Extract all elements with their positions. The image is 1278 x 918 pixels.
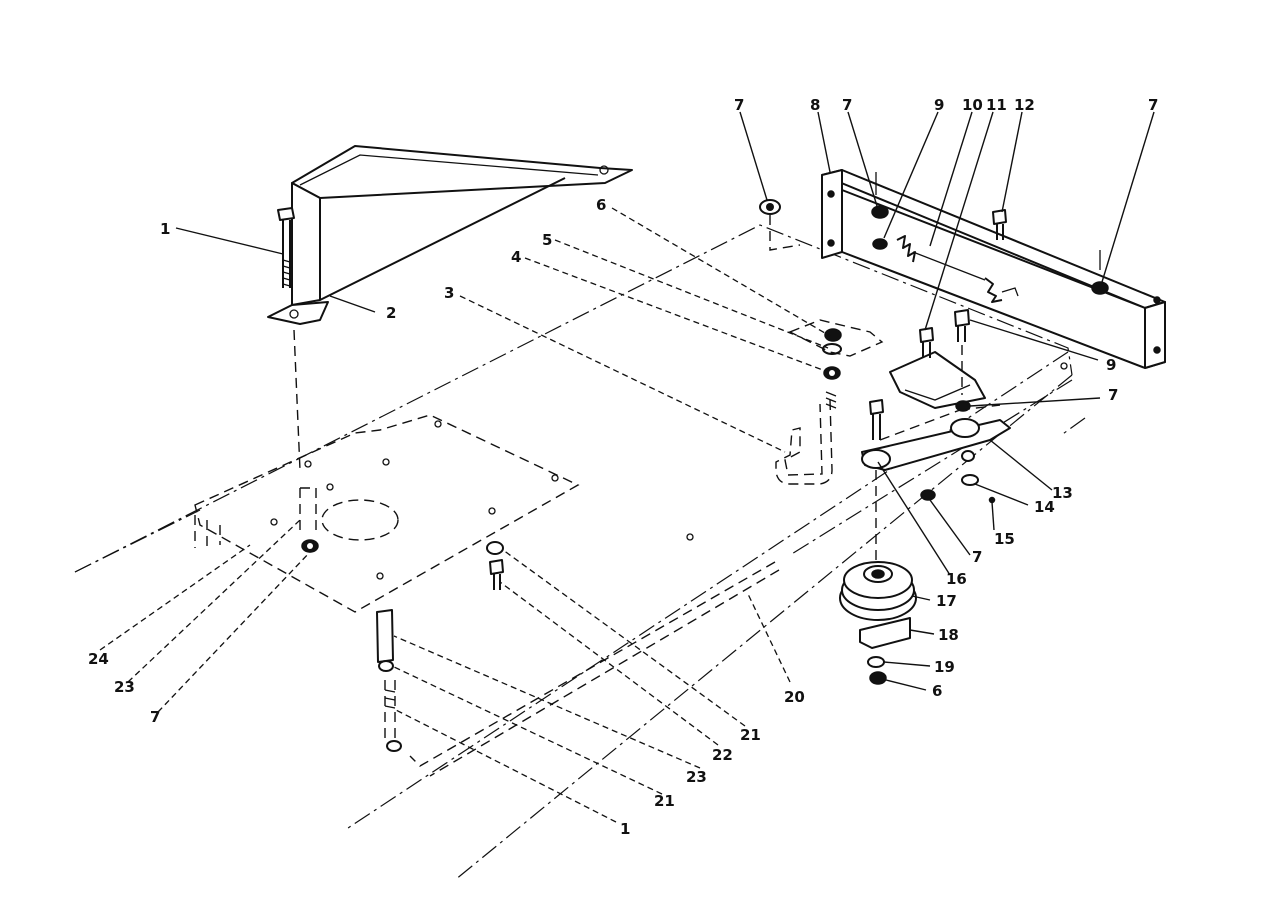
callout-6-upper: 6 (596, 196, 606, 214)
callout-10: 10 (962, 96, 983, 114)
callout-7-top-mid: 7 (842, 96, 852, 114)
callout-7-top-left: 7 (734, 96, 744, 114)
callout-1-upper: 1 (160, 220, 170, 238)
callout-8: 8 (810, 96, 820, 114)
callout-12: 12 (1014, 96, 1035, 114)
callout-19: 19 (934, 658, 955, 676)
callout-4: 4 (511, 248, 521, 266)
bracket-part-2 (267, 145, 633, 325)
idler-arm (788, 319, 1011, 471)
callout-9-upper: 9 (934, 96, 944, 114)
rod-part-3 (775, 391, 837, 485)
center-hardware-stack (822, 328, 842, 380)
callout-13: 13 (1052, 484, 1073, 502)
deck-plate (194, 414, 694, 613)
small-parts-13-15 (920, 362, 1068, 504)
callout-14: 14 (1034, 498, 1055, 516)
callout-7-top-right: 7 (1148, 96, 1158, 114)
spring-part-10 (896, 235, 1019, 303)
deck-outline (74, 224, 1086, 881)
leader-lines (99, 111, 1155, 823)
top-nuts (759, 172, 1109, 295)
spacer-and-nut-left (299, 487, 319, 553)
callout-9-lower: 9 (1106, 356, 1116, 374)
lower-hardware (376, 541, 504, 752)
callout-7-right: 7 (1108, 386, 1118, 404)
callout-7-pulley: 7 (972, 548, 982, 566)
callout-16: 16 (946, 570, 967, 588)
callout-15: 15 (994, 530, 1015, 548)
callout-20: 20 (784, 688, 805, 706)
callout-21-lower: 21 (654, 792, 675, 810)
callouts: 1 2 3 4 5 6 7 8 7 9 10 11 12 7 9 7 13 14… (88, 96, 1158, 838)
callout-6-lower: 6 (932, 682, 942, 700)
callout-3: 3 (444, 284, 454, 302)
callout-7-left: 7 (150, 708, 160, 726)
callout-23-left: 23 (114, 678, 135, 696)
callout-1-lower: 1 (620, 820, 630, 838)
callout-23-lower: 23 (686, 768, 707, 786)
pulley-assembly (839, 399, 917, 685)
callout-2: 2 (386, 304, 396, 322)
bolt-part-1-upper (277, 207, 301, 471)
callout-22: 22 (712, 746, 733, 764)
channel-bar-part-8 (821, 169, 1166, 369)
callout-18: 18 (938, 626, 959, 644)
callout-17: 17 (936, 592, 957, 610)
callout-5: 5 (542, 231, 552, 249)
callout-11: 11 (986, 96, 1007, 114)
callout-24: 24 (88, 650, 109, 668)
rod-part-20 (409, 561, 780, 777)
callout-21-upper: 21 (740, 726, 761, 744)
bolts-11-12 (919, 209, 1007, 412)
